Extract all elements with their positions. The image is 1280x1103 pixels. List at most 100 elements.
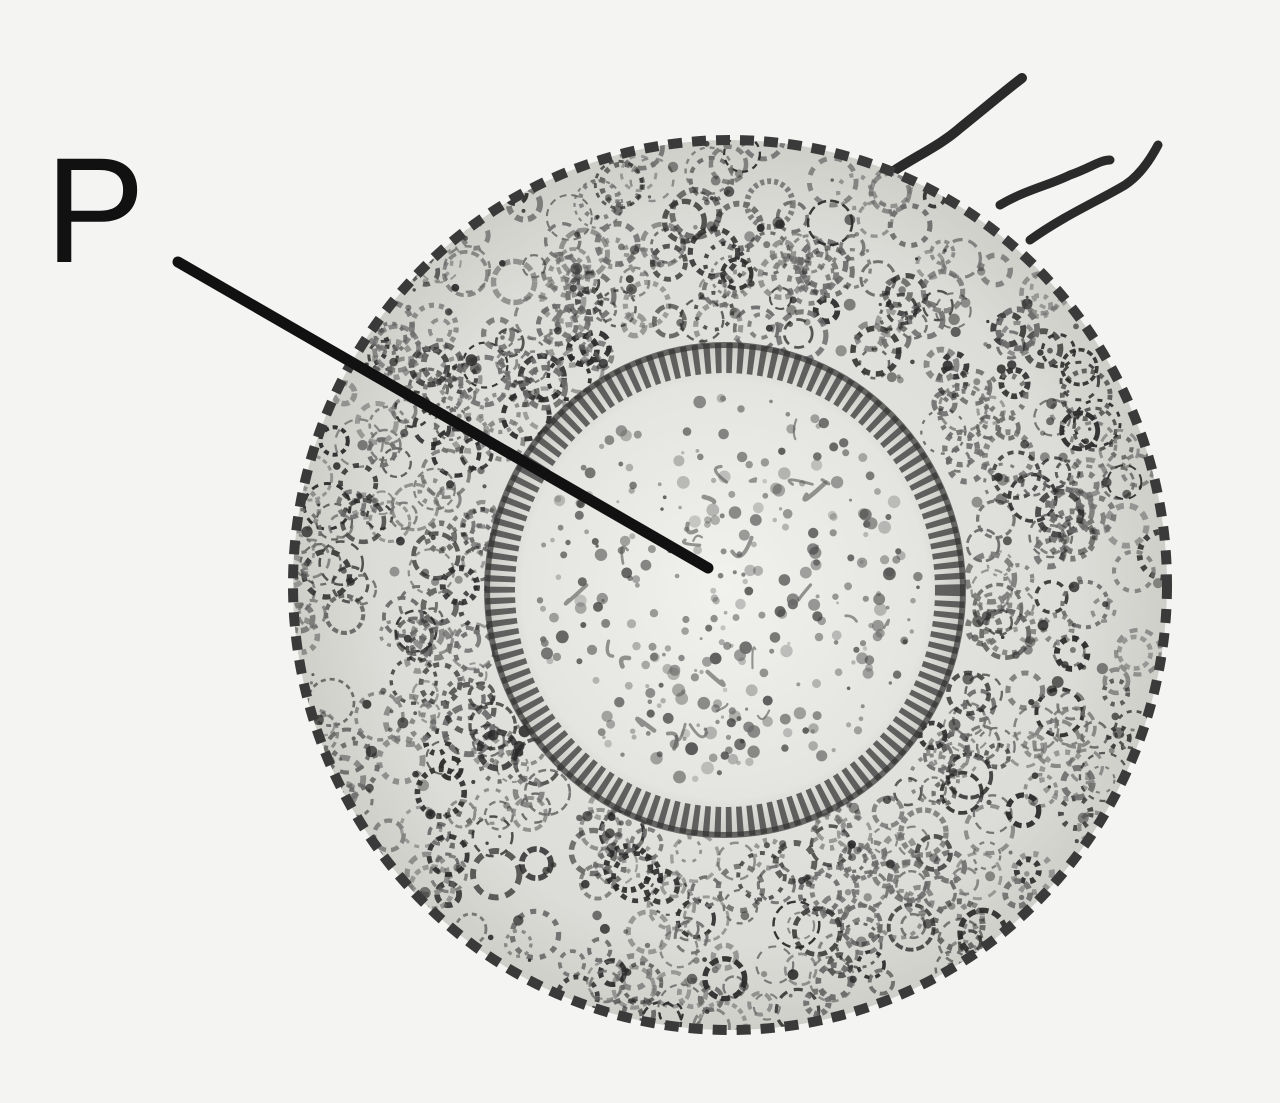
texture-cell [468,701,518,751]
texture-cell [897,825,930,858]
texture-cell [565,270,617,322]
texture-cell [619,154,658,193]
texture-speck [983,342,988,347]
nucleus-speck [913,571,923,582]
nucleus-speck [701,761,714,775]
nucleus-speck [812,711,822,721]
texture-cell [786,911,816,940]
texture-cell [354,691,405,742]
texture-cell [898,807,949,858]
nucleus-speck [693,545,702,555]
texture-cell [861,840,888,866]
texture-speck [413,711,418,716]
nucleus-speck [641,660,650,670]
texture-cell [418,662,463,706]
texture-cell [923,741,954,772]
texture-cell [1059,368,1113,422]
texture-speck [830,178,834,182]
nucleus-speck [842,449,850,457]
texture-speck [1088,427,1092,431]
nucleus-speck [614,697,625,708]
texture-cell [391,397,418,424]
nucleus-speck [647,699,653,704]
texture-speck [451,365,457,371]
nucleus-speck [630,728,636,734]
texture-cell [573,179,624,230]
texture-speck [1101,477,1112,488]
nucleus-speck [727,753,739,765]
nucleus-speck [907,618,911,622]
texture-cell [438,755,464,781]
texture-cell [367,339,399,372]
texture-cell [931,390,958,417]
texture-cell [690,875,723,908]
nucleus-speck [710,594,719,602]
texture-cell [698,275,727,304]
texture-speck [510,756,520,765]
nucleus-speck [787,641,791,646]
texture-speck [1020,439,1030,449]
nucleus-speck [844,582,852,591]
texture-cell [439,565,481,606]
texture-speck [896,376,904,384]
texture-cell [903,884,935,917]
texture-speck [777,849,782,854]
nucleus-speck [602,735,606,739]
texture-cell [629,157,675,203]
nucleus-speck [599,443,605,449]
texture-cell [1026,292,1054,320]
texture-speck [1002,536,1012,546]
tendril-lines [865,73,1163,245]
texture-cell [752,992,781,1021]
nucleus-speck [640,559,652,571]
texture-speck [723,186,735,197]
texture-cell [898,310,928,340]
texture-speck [1077,488,1084,495]
texture-cell [517,350,550,383]
nucleus-speck [708,753,718,763]
texture-cell [425,740,461,776]
texture-cell [597,236,630,270]
texture-speck [848,853,857,861]
texture-cell [931,780,957,806]
texture-cell [435,355,483,403]
texture-cell [816,932,859,974]
texture-cell [1034,579,1069,615]
texture-speck [605,194,612,201]
texture-cell [568,827,618,877]
texture-speck [896,374,901,379]
texture-speck [863,893,872,902]
texture-cell [512,775,545,808]
texture-speck [704,199,710,206]
nucleus-speck [720,395,727,402]
texture-speck [1024,871,1030,877]
texture-cell [797,238,849,290]
texture-cell [483,800,514,831]
texture-cell [1086,765,1116,794]
nucleus-speck [601,618,611,628]
texture-cell [771,255,811,296]
texture-speck [1024,636,1036,648]
texture-cell [398,585,439,625]
nucleus-speck [606,719,616,729]
texture-cell [427,317,453,343]
nucleus-speck [541,542,547,548]
nucleus-speck [597,728,606,736]
nucleus-speck [827,510,837,520]
nucleus-speck [591,538,599,545]
texture-cell [413,467,457,511]
nucleus-speck [565,539,571,546]
texture-speck [1096,663,1108,675]
nucleus-speck [635,582,640,588]
texture-cell [1045,486,1082,523]
nucleus-speck [620,752,625,757]
texture-cell [549,308,592,351]
nucleus-squiggle [635,716,657,733]
nucleus-speck [839,438,849,448]
texture-cell [983,602,1037,656]
nucleus-squiggle [797,583,813,602]
texture-cell [983,372,1029,418]
texture-cell [378,619,406,648]
texture-cell [451,512,476,537]
texture-cell [673,919,709,955]
